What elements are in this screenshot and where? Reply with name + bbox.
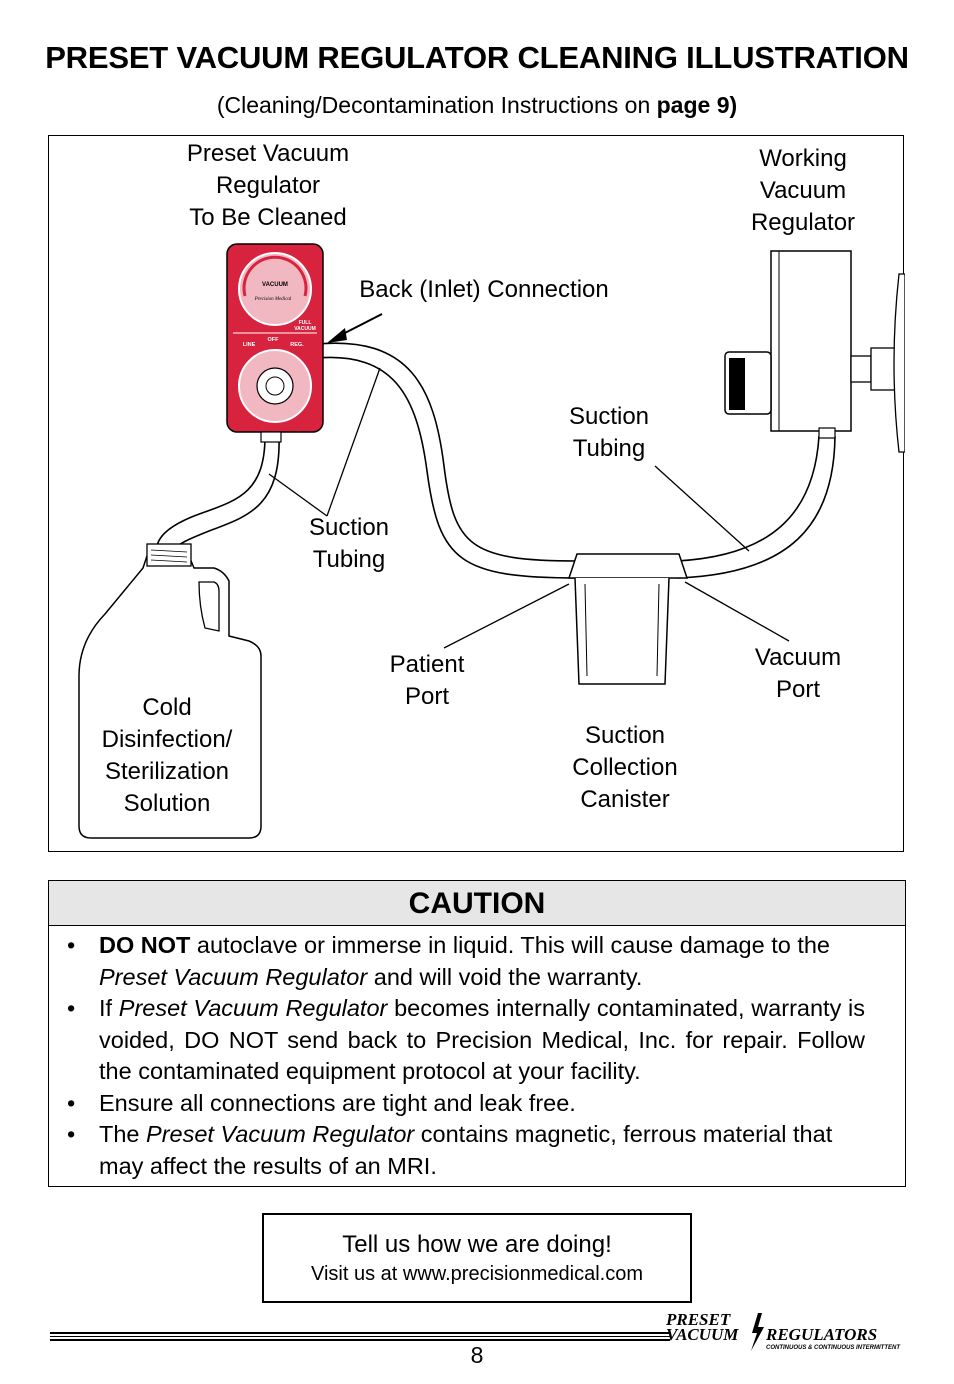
gauge-full-vacuum-text-2: VACUUM bbox=[294, 326, 316, 332]
working-regulator-knob-grip bbox=[729, 358, 745, 410]
gauge-arc bbox=[242, 255, 308, 297]
gauge-maker-text: Precision Medical bbox=[254, 297, 292, 302]
bottle-cap-rib-3 bbox=[150, 559, 188, 563]
working-regulator-body bbox=[770, 250, 852, 432]
caution-item-text: contains magnetic, ferrous material that… bbox=[99, 1121, 833, 1179]
brand-tagline: CONTINUOUS & CONTINUOUS INTERMITTENT bbox=[766, 1345, 900, 1351]
label-solution: Cold Disinfection/ Sterilization Solutio… bbox=[101, 694, 233, 817]
caution-item-italic: Preset Vacuum Regulator bbox=[146, 1121, 415, 1147]
leader-right-tubing bbox=[654, 465, 750, 552]
label-working-regulator: Working Vacuum Regulator bbox=[750, 145, 856, 236]
caution-box: CAUTION • DO NOT autoclave or immerse in … bbox=[48, 880, 906, 1187]
caution-item-text: Ensure all connections are tight and lea… bbox=[99, 1089, 576, 1116]
canister-inner-right bbox=[656, 583, 660, 677]
tube-regulator-to-bottle-outer bbox=[156, 435, 266, 547]
caution-item-text: If bbox=[99, 995, 119, 1021]
preset-dial-knob bbox=[256, 367, 294, 405]
label-suction-tubing-left: Suction Tubing bbox=[308, 514, 390, 573]
feedback-heading: Tell us how we are doing! bbox=[342, 1231, 612, 1258]
canister-inner-left bbox=[584, 583, 588, 677]
caution-item-bold: DO NOT bbox=[99, 932, 191, 958]
page-title: PRESET VACUUM REGULATOR CLEANING ILLUSTR… bbox=[45, 40, 909, 75]
caution-item-italic: Preset Vacuum Regulator bbox=[118, 995, 388, 1021]
bottle-cap-rib-1 bbox=[150, 549, 188, 553]
leader-patient-port bbox=[443, 583, 570, 649]
gauge-full-vacuum-text: FULL bbox=[299, 320, 312, 326]
wall-outlet bbox=[893, 273, 905, 453]
bottle-cap-rib-2 bbox=[150, 554, 188, 558]
brand-line-3: REGULATORS bbox=[766, 1325, 878, 1344]
caution-item-italic: Preset Vacuum Regulator bbox=[99, 963, 368, 990]
label-collection-canister: Suction Collection Canister bbox=[572, 722, 678, 813]
subtitle-page-link: page 9) bbox=[656, 92, 738, 118]
feedback-box: Tell us how we are doing! Visit us at ww… bbox=[262, 1213, 692, 1303]
caution-heading: CAUTION bbox=[49, 881, 905, 926]
caution-item-text: autoclave or immerse in liquid. This wil… bbox=[190, 932, 830, 958]
gauge-brand-text: VACUUM bbox=[262, 282, 288, 288]
mode-reg-text: REG. bbox=[290, 342, 304, 348]
canister-lid bbox=[567, 553, 689, 579]
caution-item: • DO NOT autoclave or immerse in liquid. … bbox=[67, 930, 865, 993]
caution-list: • DO NOT autoclave or immerse in liquid. … bbox=[49, 926, 905, 1182]
leader-vacuum-port bbox=[684, 581, 790, 642]
leader-left-tubing-b bbox=[268, 473, 328, 517]
bullet: • bbox=[67, 1089, 76, 1116]
brand-mark-icon bbox=[751, 1313, 764, 1351]
caution-item-text: The bbox=[99, 1121, 147, 1147]
subtitle-prefix: (Cleaning/Decontamination Instructions o… bbox=[216, 92, 657, 118]
gauge-face bbox=[238, 252, 312, 326]
bullet: • bbox=[67, 1121, 76, 1147]
caution-item: • The Preset Vacuum Regulator contains ma… bbox=[67, 1119, 865, 1182]
caution-item: • If Preset Vacuum Regulator becomes inte… bbox=[67, 993, 866, 1088]
bottle-handle bbox=[198, 581, 220, 632]
mode-off-text: OFF bbox=[268, 337, 280, 343]
tube-regulator-to-canister-inner bbox=[316, 356, 580, 579]
mode-line-text: LINE bbox=[243, 342, 256, 348]
brand-line-2: VACUUM bbox=[666, 1325, 739, 1344]
label-patient-port: Patient Port bbox=[389, 651, 465, 710]
solution-bottle bbox=[78, 555, 262, 839]
illustration-drawing: VACUUM Precision Medical FULL VACUUM OFF… bbox=[78, 243, 905, 839]
footer-rule bbox=[50, 1332, 670, 1341]
label-vacuum-port: Vacuum Port bbox=[754, 644, 842, 703]
feedback-website-link[interactable]: Visit us at www.precisionmedical.com bbox=[311, 1263, 643, 1285]
caution-item-text: and will void the warranty. bbox=[367, 963, 643, 990]
brand-line-1: PRESET bbox=[666, 1310, 731, 1329]
label-back-inlet: Back (Inlet) Connection bbox=[359, 276, 609, 303]
bullet: • bbox=[67, 932, 76, 958]
tube-canister-to-working-inner bbox=[676, 435, 836, 579]
back-inlet-arrow-head bbox=[327, 328, 347, 343]
caution-item: • Ensure all connections are tight and le… bbox=[67, 1088, 865, 1120]
working-regulator-inlet bbox=[850, 355, 872, 383]
tube-regulator-to-canister-outer bbox=[316, 342, 580, 562]
brand-logo: PRESET VACUUM REGULATORS CONTINUOUS & CO… bbox=[666, 1311, 906, 1356]
tube-regulator-to-bottle-inner bbox=[172, 435, 280, 552]
label-suction-tubing-right: Suction Tubing bbox=[568, 403, 650, 462]
back-inlet-arrow-line bbox=[338, 313, 383, 337]
page-number: 8 bbox=[470, 1342, 484, 1368]
canister-body bbox=[574, 577, 670, 685]
tube-canister-to-working-outer bbox=[676, 435, 820, 562]
leader-left-tubing-a bbox=[326, 367, 381, 517]
preset-dial-center bbox=[265, 376, 285, 396]
working-regulator-bottom-fitting bbox=[818, 427, 836, 439]
cleaning-illustration: VACUUM Precision Medical FULL VACUUM OFF… bbox=[48, 135, 905, 852]
caution-item-text: becomes internally contaminated, warrant… bbox=[99, 995, 866, 1084]
page-subtitle: (Cleaning/Decontamination Instructions o… bbox=[0, 92, 954, 119]
regulator-bottom-fitting bbox=[260, 431, 282, 443]
bullet: • bbox=[67, 995, 76, 1021]
label-preset-regulator: Preset Vacuum Regulator To Be Cleaned bbox=[186, 140, 350, 231]
